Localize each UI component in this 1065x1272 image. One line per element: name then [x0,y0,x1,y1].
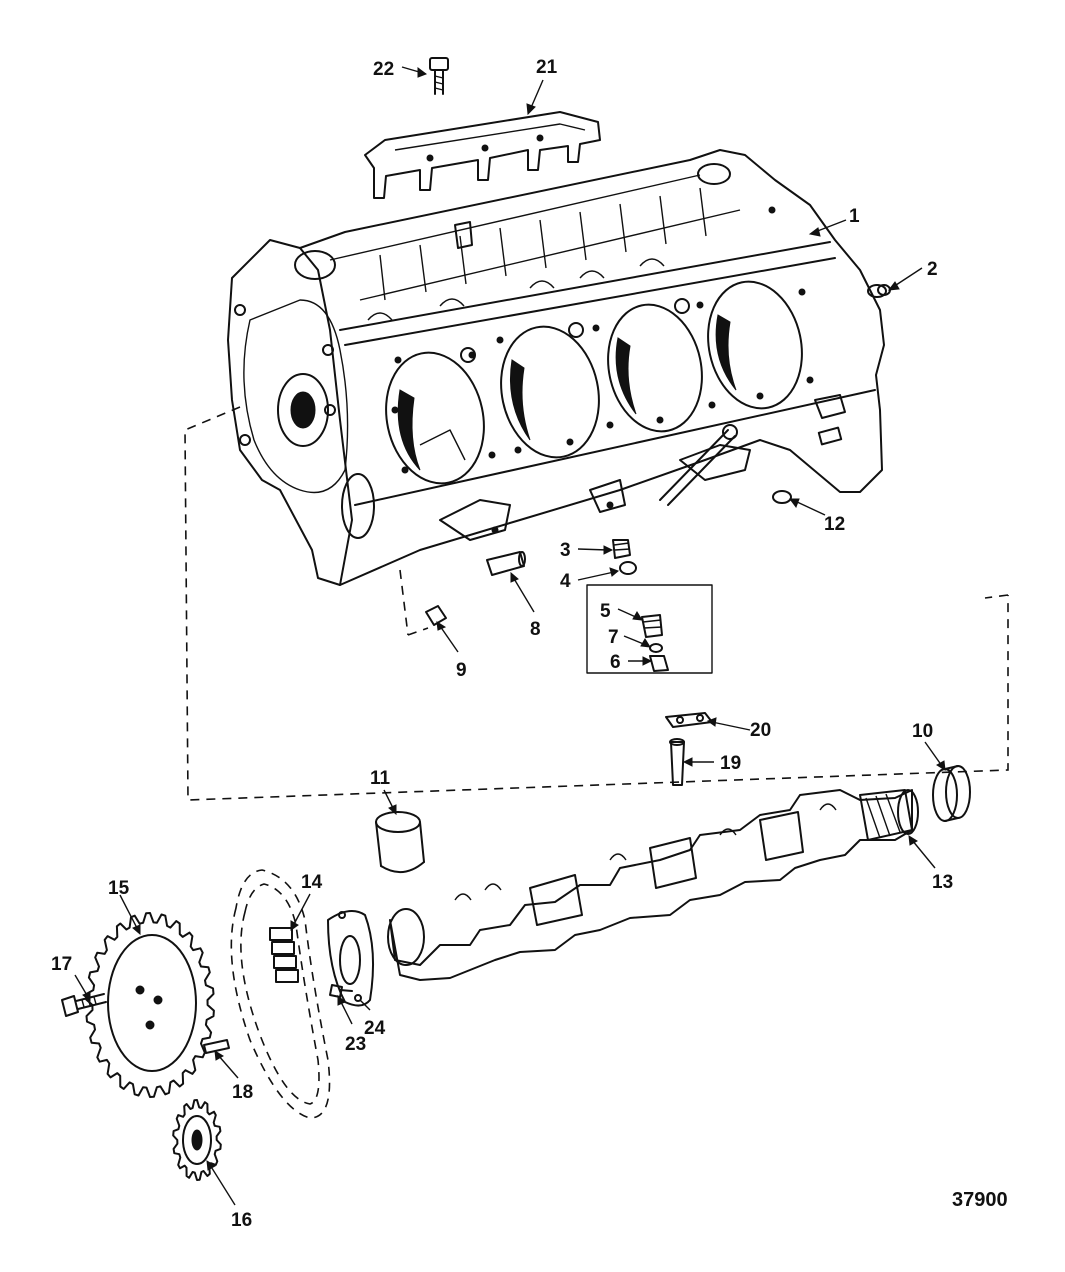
inset-box [586,584,713,674]
camshaft-part-13 [387,789,919,981]
callout-15: 15 [108,878,130,899]
sprocket16-teeth [172,1099,222,1181]
thrust-plate-part-24 [327,910,375,1007]
cam-sprocket-part-15 [85,912,215,1098]
assembly-dashed-lines [184,406,1009,801]
callout-21: 21 [536,57,558,78]
dowel-pin-part-9 [425,605,447,626]
leader-lines [74,66,946,1206]
callout-12: 12 [824,514,845,535]
bearing-dowel-part-8 [486,551,526,576]
callout-7: 7 [608,627,619,648]
lifter-part-19 [669,738,685,786]
callout-8: 8 [530,619,541,640]
callout-20: 20 [750,720,771,741]
bolt-part-22 [429,57,449,95]
callout-18: 18 [232,1082,253,1103]
callout-14: 14 [301,872,323,893]
callout-1: 1 [849,206,860,227]
oil-filter-fitting-part-3 [612,539,631,559]
bolt-part-23 [329,984,353,998]
lifter-guide-part-21 [364,111,601,199]
callout-3: 3 [560,540,571,561]
callout-11: 11 [370,768,391,789]
callout-2: 2 [927,259,938,280]
engine-block-part-1 [227,149,885,586]
bolt-part-17 [61,993,107,1017]
callout-16: 16 [231,1210,252,1231]
figure-number: 37900 [952,1189,1008,1211]
callout-10: 10 [912,721,933,742]
callout-13: 13 [932,872,953,893]
cam-bearing-part-10 [932,765,971,822]
callout-6: 6 [610,652,621,673]
callout-4: 4 [560,571,571,592]
callout-17: 17 [51,954,72,975]
timing-chain-part-14 [230,869,331,1119]
crank-sprocket-part-16 [172,1099,222,1181]
callout-5: 5 [600,601,611,622]
plug-part-4 [619,561,637,575]
callout-23: 23 [345,1034,366,1055]
callout-24: 24 [364,1018,386,1039]
retainer-part-20 [665,712,713,728]
callout-9: 9 [456,660,467,681]
dowel-part-18 [203,1039,230,1054]
cam-bearing-part-11 [375,811,425,873]
o-ring-part-12 [772,490,792,504]
callout-labels: 22 21 1 2 12 3 4 5 7 6 8 9 20 19 10 11 1… [51,57,953,1231]
callout-22: 22 [373,59,394,80]
sprocket15-teeth [85,912,215,1098]
callout-19: 19 [720,753,741,774]
